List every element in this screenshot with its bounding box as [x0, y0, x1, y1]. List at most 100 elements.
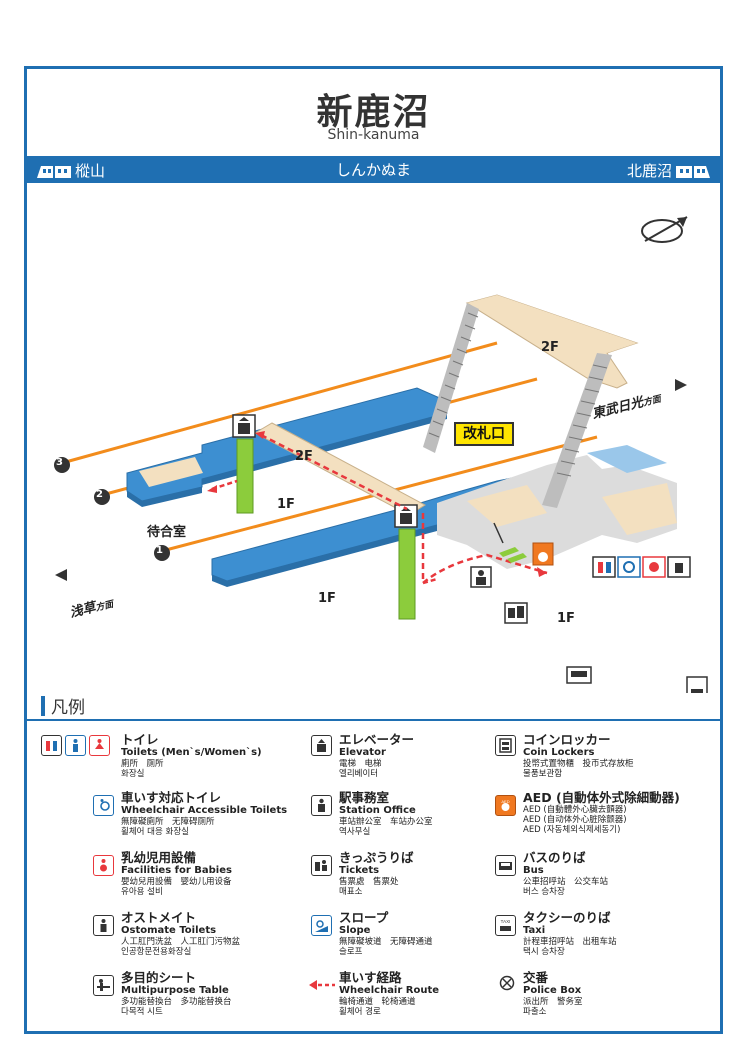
direction-arrow-asakusa — [55, 569, 67, 581]
legend-elevator-ko: 엘리베이터 — [339, 769, 379, 779]
legend-baby-ko: 유아용 설비 — [121, 887, 163, 897]
legend-toilets-ko: 화장실 — [121, 769, 145, 779]
legend-accessible-toilets: 車いす対応トイレ Wheelchair Accessible Toilets 無… — [121, 790, 287, 837]
legend-elevator-ja: エレベーター — [339, 732, 415, 747]
legend-lockers-ja: コインロッカー — [523, 732, 611, 747]
baby-facility-icon — [93, 855, 114, 876]
legend-multipurpose-ko: 다목적 시트 — [121, 1007, 163, 1017]
legend-route-ko: 휠체어 경로 — [339, 1007, 381, 1017]
wheelchair-route-path — [260, 433, 548, 584]
legend-ostomate-zh: 人工肛門洗盆 人工肛门污物盆 — [121, 937, 241, 947]
elevator-icon-left — [232, 414, 256, 438]
elevator-legend-icon — [311, 735, 332, 756]
legend-route-en: Wheelchair Route — [339, 985, 440, 996]
elevator-shaft-right — [398, 528, 416, 620]
legend-ostomate-ja: オストメイト — [121, 910, 197, 925]
track-2-badge — [94, 489, 110, 505]
legend-tickets-en: Tickets — [339, 865, 380, 876]
legend-taxi-ja: タクシーのりば — [523, 910, 611, 925]
floor-label-2f-bridge: 2F — [295, 449, 313, 464]
bus-stop-icon-map — [566, 666, 592, 684]
taxi-stand-icon-map — [686, 676, 708, 700]
stairs-left — [423, 303, 479, 453]
legend-aed-zh2: AED (自动体外心脏除颤器) — [523, 815, 627, 825]
toilet-icons-map — [592, 556, 691, 578]
legend-bus-en: Bus — [523, 865, 544, 876]
legend-baby-facilities: 乳幼児用設備 Facilities for Babies 嬰幼兒用設備 婴幼儿用… — [121, 850, 232, 897]
legend-wheelchair-route: 車いす経路 Wheelchair Route 輪椅通道 轮椅通道 휠체어 경로 — [339, 970, 439, 1017]
legend-office-zh: 車站辦公室 车站办公室 — [339, 817, 433, 827]
station-diagram-svg — [54, 216, 708, 700]
toilet-mw-icon — [41, 735, 62, 756]
legend-slope-zh: 無障礙坡道 无障碍通道 — [339, 937, 433, 947]
floor-label-1f-concourse: 1F — [557, 611, 575, 626]
coin-locker-legend-icon — [495, 735, 516, 756]
prev-station-name: 樅山 — [75, 162, 106, 180]
legend-taxi-en: Taxi — [523, 925, 546, 936]
ticket-gate-label: 改札口 — [454, 422, 514, 446]
slope-legend-icon — [311, 915, 332, 936]
direction-arrow-nikko — [675, 379, 687, 391]
toilet-men-icon — [65, 735, 86, 756]
legend-baby-ja: 乳幼児用設備 — [121, 850, 197, 865]
legend-station-office: 駅事務室 Station Office 車站辦公室 车站办公室 역사무실 — [339, 790, 433, 837]
aed-legend-icon: AED — [495, 795, 516, 816]
legend-aed-zh: AED (自動體外心臟去顫器) — [523, 805, 627, 815]
stairs-right — [542, 353, 612, 508]
legend-title-text: 凡例 — [51, 698, 85, 718]
legend-bus: バスのりば Bus 公車招呼站 公交车站 버스 승차장 — [523, 850, 608, 897]
legend-police-zh: 派出所 警务室 — [523, 997, 583, 1007]
legend-accessible-ja: 車いす対応トイレ — [121, 790, 222, 805]
legend-bus-zh: 公車招呼站 公交车站 — [523, 877, 609, 887]
legend-police-ja: 交番 — [523, 970, 549, 985]
legend-baby-en: Facilities for Babies — [121, 865, 232, 876]
floor-label-1f-island: 1F — [277, 497, 295, 512]
ticket-machine-icon — [504, 602, 528, 624]
legend-office-en: Station Office — [339, 805, 416, 816]
prev-station: 樅山 — [37, 160, 105, 181]
legend-lockers-ko: 물품보관함 — [523, 769, 563, 779]
legend-multipurpose-en: Multipurpose Table — [121, 985, 229, 996]
legend-taxi-zh: 計程車招呼站 出租车站 — [523, 937, 617, 947]
legend-toilets: トイレ Toilets (Men`s/Women`s) 廁所 厕所 화장실 — [121, 732, 262, 779]
concourse-1f — [437, 455, 677, 569]
elevator-shaft-left — [236, 438, 254, 514]
legend-bus-ko: 버스 승차장 — [523, 887, 565, 897]
legend-tickets-zh: 售票處 售票处 — [339, 877, 399, 887]
track-2-number: 2 — [96, 489, 103, 500]
wheelchair-route-legend-icon — [309, 980, 335, 990]
legend-lockers-en: Coin Lockers — [523, 747, 595, 758]
ticket-gate-icon — [499, 547, 527, 563]
wheelchair-toilet-icon — [93, 795, 114, 816]
floor-label-1f-platform: 1F — [318, 591, 336, 606]
legend-accessible-zh: 無障礙廁所 无障碍厕所 — [121, 817, 215, 827]
station-office-icon — [470, 566, 492, 588]
next-station: 北鹿沼 — [627, 160, 710, 181]
bus-legend-icon — [495, 855, 516, 876]
multipurpose-table-icon — [93, 975, 114, 996]
svg-text:TAXI: TAXI — [501, 919, 511, 924]
track-1-badge — [154, 545, 170, 561]
legend-police-en: Police Box — [523, 985, 582, 996]
legend-elevator-zh: 電梯 电梯 — [339, 759, 382, 769]
legend-multipurpose-table: 多目的シート Multipurpose Table 多功能替換台 多功能替换台 … — [121, 970, 232, 1017]
legend-elevator-en: Elevator — [339, 747, 386, 758]
legend-divider — [27, 719, 720, 721]
north-arrow-icon — [641, 216, 688, 243]
legend-ostomate-en: Ostomate Toilets — [121, 925, 217, 936]
legend-elevator: エレベーター Elevator 電梯 电梯 엘리베이터 — [339, 732, 414, 779]
legend-toilets-ja: トイレ — [121, 732, 159, 747]
bridge-2f — [253, 422, 426, 516]
track-3-badge — [54, 457, 70, 473]
legend-title-mark — [41, 695, 45, 716]
legend-aed: AED (自動体外式除細動器) AED (自動體外心臟去顫器) AED (自动体… — [523, 790, 680, 835]
legend-office-ja: 駅事務室 — [339, 790, 390, 805]
legend-ostomate: オストメイト Ostomate Toilets 人工肛門洗盆 人工肛门污物盆 인… — [121, 910, 240, 957]
legend-police-box: 交番 Police Box 派出所 警务室 파출소 — [523, 970, 583, 1017]
line-bar: 樅山 しんかぬま 北鹿沼 — [27, 156, 720, 183]
ostomate-icon — [93, 915, 114, 936]
legend-tickets-ja: きっぷうりば — [339, 850, 414, 865]
track-3-line — [61, 341, 498, 465]
station-name-kana: しんかぬま — [335, 161, 411, 179]
station-office-legend-icon — [311, 795, 332, 816]
